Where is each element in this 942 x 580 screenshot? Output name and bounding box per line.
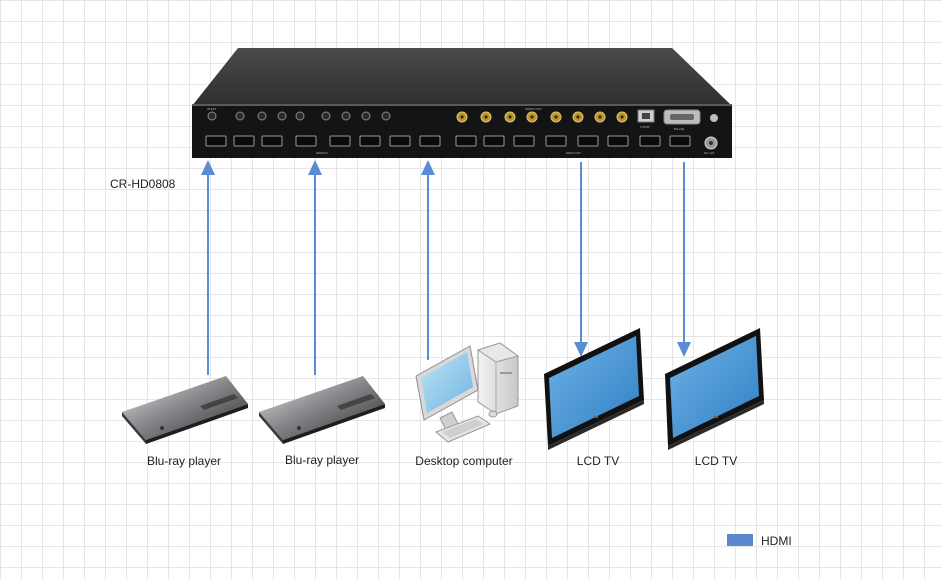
hdmi-in-port xyxy=(261,135,283,147)
audio-jack xyxy=(277,111,287,121)
audio-out-connectors xyxy=(456,111,628,123)
arrowhead-up xyxy=(308,160,322,175)
audio-jack xyxy=(207,111,217,121)
hdmi-out-ports xyxy=(455,135,691,147)
hdmi-out-port xyxy=(607,135,629,147)
hdmi-out-port xyxy=(669,135,691,147)
arrowhead-down xyxy=(574,342,588,357)
label-ir-ext: IR EXT xyxy=(207,107,217,111)
hdmi-in-port xyxy=(329,135,351,147)
label-hdmi-out: HDMI OUT xyxy=(566,151,581,155)
hdmi-out-port xyxy=(455,135,477,147)
desktop-computer-icon xyxy=(415,342,520,443)
arrowhead-down xyxy=(677,342,691,357)
audio-jack xyxy=(321,111,331,121)
label-hdmi-in: HDMI IN xyxy=(316,151,328,155)
device-model-label: CR-HD0808 xyxy=(110,177,176,191)
hdmi-out-port xyxy=(513,135,535,147)
label-rs232: RS-232 xyxy=(674,127,685,131)
display-label-tv-2: LCD TV xyxy=(694,454,738,468)
audio-jack xyxy=(341,111,351,121)
display-label-tv-1: LCD TV xyxy=(576,454,620,468)
matrix-switcher: IR EXT HDMI IN AUDIO OUT HDMI OUT TCP/IP… xyxy=(192,48,736,158)
legend-hdmi-label: HDMI xyxy=(761,534,792,548)
hdmi-out-port xyxy=(483,135,505,147)
hdmi-out-port xyxy=(639,135,661,147)
source-label-desktop: Desktop computer xyxy=(415,454,513,468)
hdmi-in-ports xyxy=(205,135,441,147)
source-label-bluray-1: Blu-ray player xyxy=(146,454,222,468)
ir-audio-jacks xyxy=(207,111,391,121)
arrowhead-up xyxy=(201,160,215,175)
label-dc-power: DC 12V xyxy=(704,151,715,155)
bluray-player-icon xyxy=(122,376,248,444)
audio-jack xyxy=(361,111,371,121)
audio-jack xyxy=(295,111,305,121)
hdmi-connections xyxy=(201,160,691,375)
lcd-tv-icon xyxy=(544,328,644,450)
source-label-bluray-2: Blu-ray player xyxy=(284,453,360,467)
switcher-top-surface xyxy=(192,48,732,106)
audio-jack xyxy=(381,111,391,121)
hdmi-in-port xyxy=(419,135,441,147)
ground-screw xyxy=(710,114,718,122)
hdmi-in-port xyxy=(295,135,317,147)
hdmi-in-port xyxy=(233,135,255,147)
switcher-right-side xyxy=(672,48,736,110)
arrowhead-up xyxy=(421,160,435,175)
hdmi-out-port xyxy=(577,135,599,147)
label-audio-out: AUDIO OUT xyxy=(525,107,542,111)
hdmi-in-port xyxy=(359,135,381,147)
hdmi-in-port xyxy=(205,135,227,147)
audio-jack xyxy=(235,111,245,121)
bluray-player-icon xyxy=(259,376,385,444)
audio-jack xyxy=(257,111,267,121)
legend-hdmi-swatch xyxy=(727,534,753,546)
hdmi-out-port xyxy=(545,135,567,147)
label-tcp-ip: TCP/IP xyxy=(640,125,650,129)
hdmi-in-port xyxy=(389,135,411,147)
lcd-tv-icon xyxy=(665,328,764,450)
